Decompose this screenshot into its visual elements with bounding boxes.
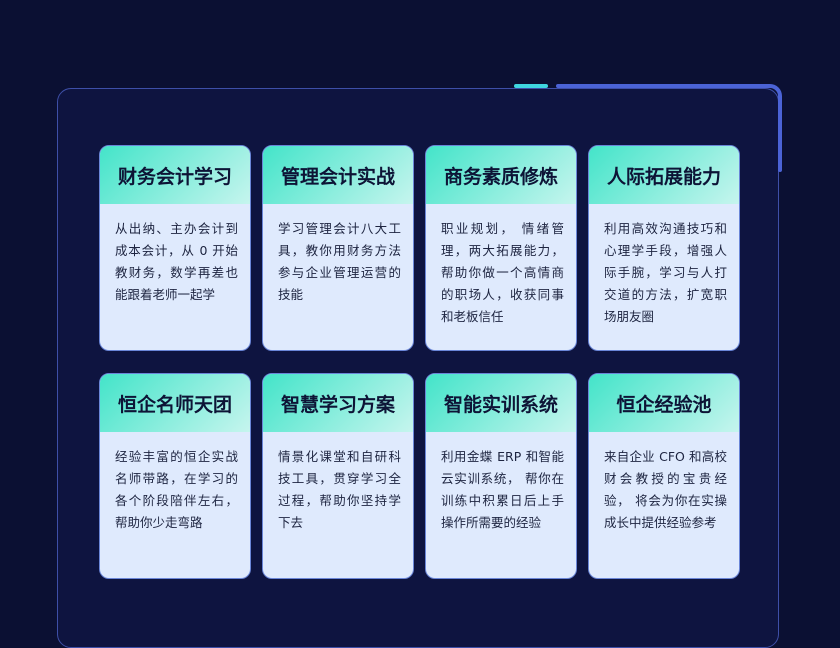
card-title: 人际拓展能力 (589, 146, 739, 204)
card-interpersonal-skills: 人际拓展能力 利用高效沟通技巧和心理学手段，增强人际手腕，学习与人打交道的方法，… (588, 145, 740, 351)
card-description: 从出纳、主办会计到成本会计，从 0 开始教财务，数学再差也能跟着老师一起学 (115, 221, 238, 302)
card-description: 经验丰富的恒企实战名师带路，在学习的各个阶段陪伴左右，帮助你少走弯路 (115, 449, 238, 530)
card-description: 来自企业 CFO 和高校财会教授的宝贵经验， 将会为你在实操成长中提供经验参考 (604, 449, 727, 530)
card-teacher-team: 恒企名师天团 经验丰富的恒企实战名师带路，在学习的各个阶段陪伴左右，帮助你少走弯… (99, 373, 251, 579)
card-training-system: 智能实训系统 利用金蝶 ERP 和智能云实训系统， 帮你在训练中积累日后上手操作… (425, 373, 577, 579)
card-business-quality: 商务素质修炼 职业规划， 情绪管理，两大拓展能力，帮助你做一个高情商的职场人，收… (425, 145, 577, 351)
card-description: 学习管理会计八大工具，教你用财务方法参与企业管理运营的技能 (278, 221, 401, 302)
card-title: 管理会计实战 (263, 146, 413, 204)
card-title: 商务素质修炼 (426, 146, 576, 204)
card-description: 职业规划， 情绪管理，两大拓展能力，帮助你做一个高情商的职场人，收获同事和老板信… (441, 221, 564, 324)
decor-accent-teal (514, 84, 548, 88)
card-smart-learning: 智慧学习方案 情景化课堂和自研科技工具，贯穿学习全过程，帮助你坚持学下去 (262, 373, 414, 579)
card-description: 情景化课堂和自研科技工具，贯穿学习全过程，帮助你坚持学下去 (278, 449, 401, 530)
decor-accent-corner (758, 84, 782, 108)
card-title: 智能实训系统 (426, 374, 576, 432)
card-finance-accounting: 财务会计学习 从出纳、主办会计到成本会计，从 0 开始教财务，数学再差也能跟着老… (99, 145, 251, 351)
card-title: 恒企名师天团 (100, 374, 250, 432)
decor-accent-blue (556, 84, 768, 88)
card-description: 利用金蝶 ERP 和智能云实训系统， 帮你在训练中积累日后上手操作所需要的经验 (441, 449, 564, 530)
card-title: 财务会计学习 (100, 146, 250, 204)
card-title: 智慧学习方案 (263, 374, 413, 432)
card-experience-pool: 恒企经验池 来自企业 CFO 和高校财会教授的宝贵经验， 将会为你在实操成长中提… (588, 373, 740, 579)
card-management-accounting: 管理会计实战 学习管理会计八大工具，教你用财务方法参与企业管理运营的技能 (262, 145, 414, 351)
decor-accent-right (778, 104, 782, 172)
card-title: 恒企经验池 (589, 374, 739, 432)
card-description: 利用高效沟通技巧和心理学手段，增强人际手腕，学习与人打交道的方法，扩宽职场朋友圈 (604, 221, 727, 324)
